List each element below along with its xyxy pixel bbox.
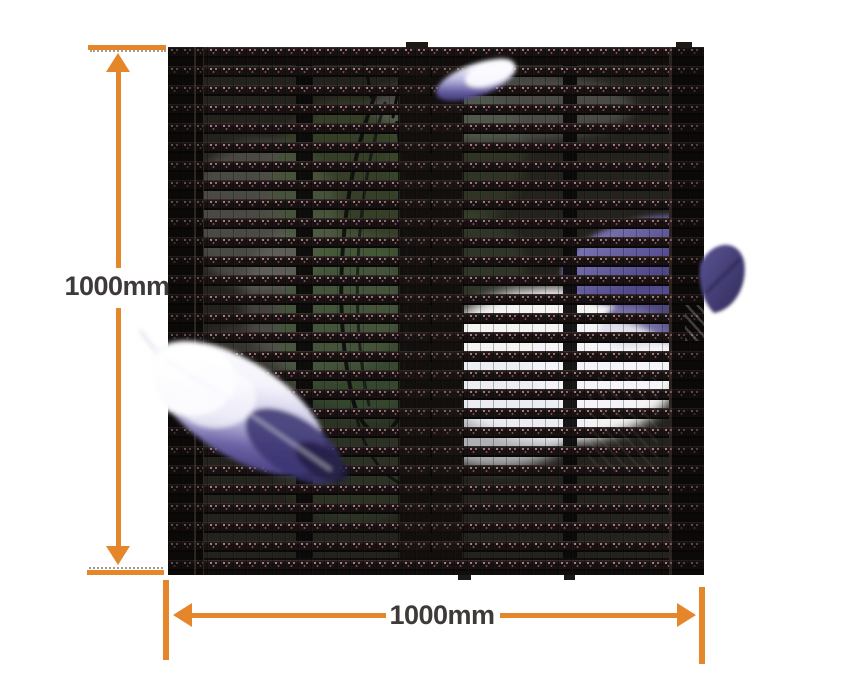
arrow-up-icon	[106, 53, 130, 72]
watermark-hatch	[685, 305, 704, 341]
dimension-line-horizontal-left	[192, 613, 386, 618]
arrow-down-icon	[106, 546, 130, 565]
feather-front-top	[422, 50, 532, 117]
mount-tab-top-right	[676, 42, 692, 48]
dimension-line-vertical-upper	[116, 70, 121, 268]
dimension-line-horizontal-right	[500, 613, 677, 618]
dimension-label-width: 1000mm	[389, 600, 495, 630]
right-frame	[669, 47, 704, 575]
dotted-extension-top	[90, 50, 166, 52]
led-mesh-panel	[168, 47, 704, 575]
extension-tick-right	[699, 587, 705, 664]
dimension-line-vertical-lower	[116, 308, 121, 546]
center-mullion	[398, 65, 464, 558]
arrow-left-icon	[173, 603, 192, 627]
extension-tick-left	[163, 580, 169, 660]
arrow-right-icon	[677, 603, 696, 627]
mount-tab-top	[406, 42, 428, 48]
extension-cap-bottom	[87, 570, 164, 575]
watermark-hatch-faint	[588, 377, 658, 472]
feather-front-left	[126, 320, 356, 505]
left-frame	[168, 47, 204, 575]
dotted-extension-bottom	[89, 567, 163, 569]
extension-cap-top	[88, 45, 166, 50]
dimension-label-height: 1000mm	[64, 271, 170, 301]
mount-foot	[458, 575, 471, 580]
mount-foot	[564, 575, 575, 580]
feather-behind-right-tip	[698, 233, 748, 326]
